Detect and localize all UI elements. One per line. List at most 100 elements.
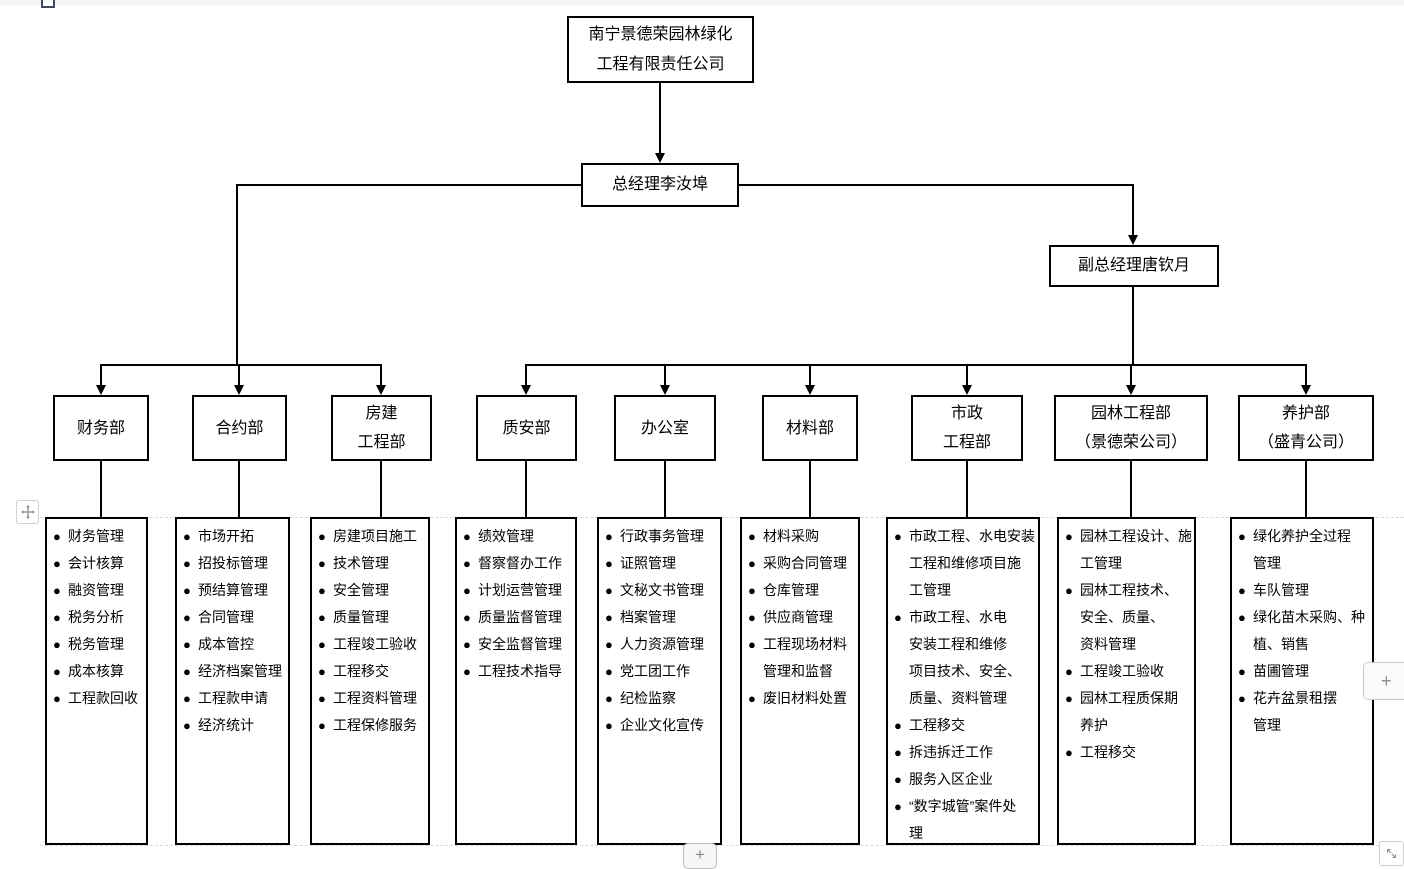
duty-item: ●材料采购 <box>748 523 856 550</box>
duty-text: 税务分析 <box>68 609 124 625</box>
duty-text: 拆违拆迁工作 <box>909 744 993 760</box>
expand-corner-button[interactable] <box>1379 841 1404 866</box>
duty-text: 预结算管理 <box>198 582 268 598</box>
duty-item: ●工程保修服务 <box>318 712 426 739</box>
general-manager-label: 总经理李汝埠 <box>611 176 708 193</box>
duty-item: ●财务管理 <box>53 523 144 550</box>
duty-text: 园林工程技术、 安全、质量、 资料管理 <box>1080 582 1178 652</box>
department-label: 合约部 <box>215 419 264 437</box>
duty-box[interactable]: ●市政工程、水电安装 工程和维修项目施 工管理●市政工程、水电 安装工程和维修 … <box>886 517 1040 845</box>
duty-box[interactable]: ●行政事务管理●证照管理●文秘文书管理●档案管理●人力资源管理●党工团工作●纪检… <box>597 517 722 845</box>
add-content-right-button[interactable]: + <box>1363 662 1404 700</box>
duty-box[interactable]: ●绩效管理●督察督办工作●计划运营管理●质量监督管理●安全监督管理●工程技术指导 <box>455 517 577 845</box>
bullet-icon: ● <box>318 691 326 706</box>
duty-box[interactable]: ●绿化养护全过程 管理●车队管理●绿化苗木采购、种 植、销售●苗圃管理●花卉盆景… <box>1230 517 1374 845</box>
duty-item: ●融资管理 <box>53 577 144 604</box>
bullet-icon: ● <box>1238 691 1246 706</box>
bullet-icon: ● <box>605 691 613 706</box>
duty-text: 工程移交 <box>333 663 389 679</box>
duty-text: 质量管理 <box>333 609 389 625</box>
deputy-manager-label: 副总经理唐钦月 <box>1077 257 1190 274</box>
duty-text: 融资管理 <box>68 582 124 598</box>
duty-text: 行政事务管理 <box>620 528 704 544</box>
duty-box[interactable]: ●财务管理●会计核算●融资管理●税务分析●税务管理●成本核算●工程款回收 <box>45 517 148 845</box>
department-box[interactable]: 质安部 <box>476 395 577 461</box>
add-content-bottom-button[interactable]: + <box>683 843 717 869</box>
duty-text: 市场开拓 <box>198 528 254 544</box>
plus-icon: + <box>1381 670 1392 691</box>
bullet-icon: ● <box>894 610 902 625</box>
duty-box[interactable]: ●材料采购●采购合同管理●仓库管理●供应商管理●工程现场材料 管理和监督●废旧材… <box>740 517 860 845</box>
duty-box[interactable]: ●园林工程设计、施 工管理●园林工程技术、 安全、质量、 资料管理●工程竣工验收… <box>1057 517 1196 845</box>
duty-text: 工程移交 <box>909 717 965 733</box>
bullet-icon: ● <box>318 664 326 679</box>
duty-item: ● 税务管理 <box>53 631 144 658</box>
duty-item: ● 成本核算 <box>53 658 144 685</box>
company-title: 南宁景德荣园林绿化 工程有限责任公司 <box>588 25 733 73</box>
duty-text: 采购合同管理 <box>763 555 847 571</box>
bullet-icon: ● <box>605 529 613 544</box>
duty-box[interactable]: ●房建项目施工●技术管理●安全管理●质量管理●工程竣工验收●工程移交●工程资料管… <box>310 517 430 845</box>
bullet-icon: ● <box>1065 664 1073 679</box>
duty-item: ●文秘文书管理 <box>605 577 718 604</box>
duty-text: 废旧材料处置 <box>763 690 847 706</box>
bullet-icon: ● <box>53 664 61 679</box>
bullet-icon: ● <box>463 529 471 544</box>
bullet-icon: ● <box>605 718 613 733</box>
bullet-icon: ● <box>748 637 756 652</box>
duty-item: ●招投标管理 <box>183 550 286 577</box>
duty-item: ●工程竣工验收 <box>318 631 426 658</box>
bullet-icon: ● <box>183 529 191 544</box>
duty-item: ● 工程资料管理 <box>318 685 426 712</box>
bullet-icon: ● <box>894 799 902 814</box>
department-box[interactable]: 办公室 <box>614 395 716 461</box>
bullet-icon: ● <box>463 556 471 571</box>
duty-item: ●质量管理 <box>318 604 426 631</box>
duty-text: 企业文化宣传 <box>620 717 704 733</box>
department-box[interactable]: 园林工程部 （景德荣公司） <box>1054 395 1208 461</box>
bullet-icon: ● <box>53 610 61 625</box>
duty-text: 成本管控 <box>198 636 254 652</box>
move-handle[interactable] <box>16 500 39 524</box>
duty-item: ●督察督办工作 <box>463 550 573 577</box>
bullet-icon: ● <box>605 664 613 679</box>
duty-item: ●计划运营管理 <box>463 577 573 604</box>
department-box[interactable]: 房建 工程部 <box>331 395 432 461</box>
duty-text: 税务管理 <box>68 636 124 652</box>
department-box[interactable]: 合约部 <box>192 395 287 461</box>
department-box[interactable]: 材料部 <box>762 395 858 461</box>
duty-text: 财务管理 <box>68 528 124 544</box>
duty-item: ●废旧材料处置 <box>748 685 856 712</box>
deputy-manager-box[interactable]: 副总经理唐钦月 <box>1049 245 1219 287</box>
duty-text: 工程资料管理 <box>333 690 417 706</box>
duty-text: 人力资源管理 <box>620 636 704 652</box>
department-label: 材料部 <box>785 419 834 437</box>
department-box[interactable]: 财务部 <box>53 395 149 461</box>
bullet-icon: ● <box>894 718 902 733</box>
duty-text: 经济档案管理 <box>198 663 282 679</box>
duty-text: 成本核算 <box>68 663 124 679</box>
duty-text: 服务入区企业 <box>909 771 993 787</box>
bullet-icon: ● <box>1238 664 1246 679</box>
bullet-icon: ● <box>318 583 326 598</box>
bullet-icon: ● <box>53 637 61 652</box>
duty-text: 质量监督管理 <box>478 609 562 625</box>
department-box[interactable]: 养护部 （盛青公司） <box>1238 395 1374 461</box>
duty-item: ●党工团工作 <box>605 658 718 685</box>
bullet-icon: ● <box>1065 691 1073 706</box>
general-manager-box[interactable]: 总经理李汝埠 <box>581 163 739 207</box>
company-box[interactable]: 南宁景德荣园林绿化 工程有限责任公司 <box>567 16 754 83</box>
duty-box[interactable]: ●市场开拓●招投标管理●预结算管理●合同管理●成本管控●经济档案管理●工程款申请… <box>175 517 290 845</box>
duty-item: ●绿化养护全过程 管理 <box>1238 523 1370 577</box>
duty-item: ● 工程移交 <box>894 712 1036 739</box>
page-break-line <box>40 517 1404 518</box>
department-box[interactable]: 市政 工程部 <box>911 395 1023 461</box>
duty-text: 花卉盆景租摆 管理 <box>1253 690 1337 733</box>
duty-text: “数字城管”案件处 理 <box>909 798 1017 841</box>
bullet-icon: ● <box>183 556 191 571</box>
bullet-icon: ● <box>605 637 613 652</box>
duty-text: 仓库管理 <box>763 582 819 598</box>
bullet-icon: ● <box>894 745 902 760</box>
duty-item: ● 税务分析 <box>53 604 144 631</box>
